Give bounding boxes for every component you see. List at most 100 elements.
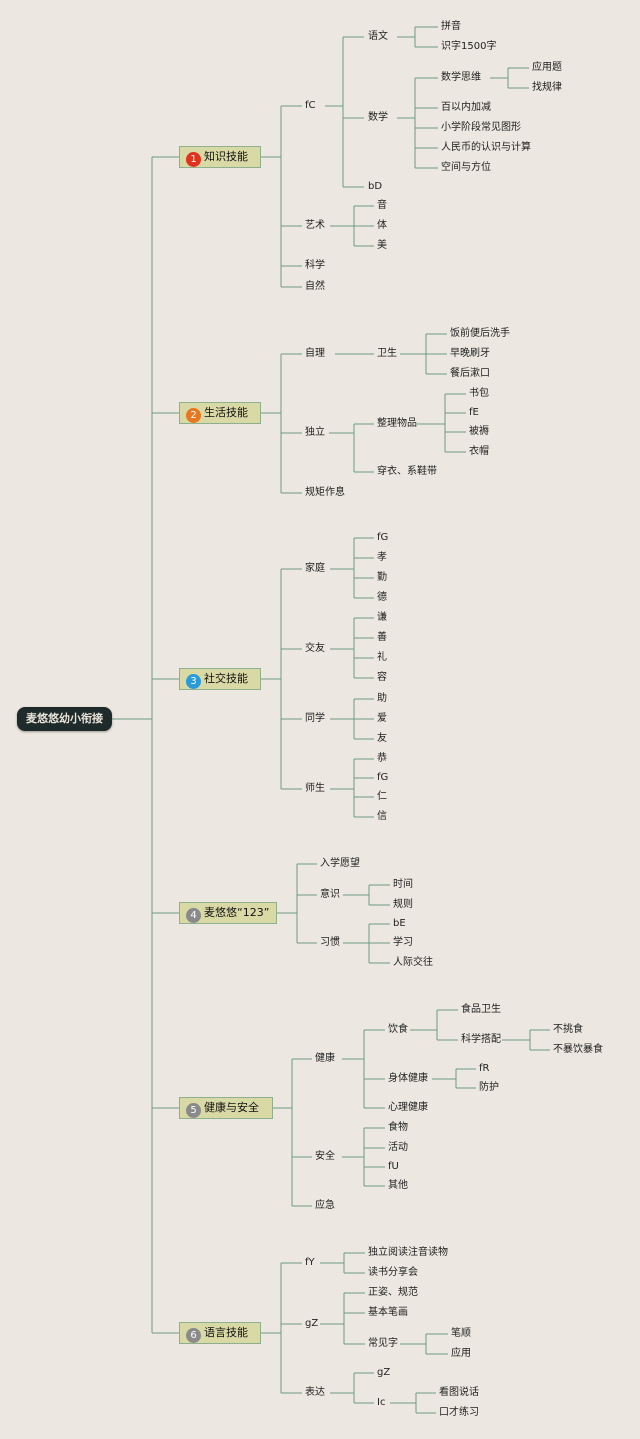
topic-node[interactable]: 学习 <box>393 937 413 948</box>
topic-node[interactable]: 衣帽 <box>469 446 489 457</box>
topic-node[interactable]: 德 <box>377 592 387 603</box>
topic-node[interactable]: 应急 <box>315 1200 335 1211</box>
topic-node[interactable]: 恭 <box>377 753 387 764</box>
topic-node[interactable]: 信 <box>377 811 387 822</box>
topic-node[interactable]: 谦 <box>377 612 387 623</box>
topic-node[interactable]: 师生 <box>305 783 325 794</box>
topic-node[interactable]: 体 <box>377 220 387 231</box>
topic-node[interactable]: 同学 <box>305 713 325 724</box>
topic-node[interactable]: 读书分享会 <box>368 1267 418 1278</box>
topic-node[interactable]: 自理 <box>305 348 325 359</box>
topic-node[interactable]: 餐后漱口 <box>450 368 490 379</box>
topic-node[interactable]: 数学 <box>368 112 388 123</box>
topic-node[interactable]: 健康 <box>315 1053 335 1064</box>
topic-node[interactable]: 仁 <box>377 791 387 802</box>
topic-node[interactable]: 早晚刷牙 <box>450 348 490 359</box>
topic-node[interactable]: fU <box>388 1161 399 1172</box>
topic-node[interactable]: fE <box>469 407 479 418</box>
topic-node[interactable]: 规则 <box>393 899 413 910</box>
topic-node[interactable]: 食品卫生 <box>461 1004 501 1015</box>
topic-node[interactable]: 善 <box>377 632 387 643</box>
topic-node[interactable]: fR <box>479 1063 490 1074</box>
topic-node[interactable]: fG <box>377 772 389 783</box>
topic-node[interactable]: 安全 <box>315 1151 335 1162</box>
topic-node[interactable]: 整理物品 <box>377 418 417 429</box>
topic-node[interactable]: 美 <box>377 240 387 251</box>
topic-node[interactable]: 小学阶段常见图形 <box>441 122 521 133</box>
topic-node[interactable]: 爱 <box>377 713 387 724</box>
topic-node[interactable]: 拼音 <box>441 21 461 32</box>
topic-node[interactable]: 科学 <box>305 260 325 271</box>
topic-node[interactable]: fY <box>305 1257 315 1268</box>
topic-node[interactable]: 书包 <box>469 388 489 399</box>
topic-node[interactable]: 时间 <box>393 879 413 890</box>
topic-node[interactable]: 交友 <box>305 643 325 654</box>
topic-node[interactable]: 自然 <box>305 281 325 292</box>
topic-node[interactable]: 身体健康 <box>388 1073 428 1084</box>
topic-node[interactable]: 应用 <box>451 1348 471 1359</box>
topic-node[interactable]: fG <box>377 532 389 543</box>
topic-node[interactable]: 找规律 <box>532 82 562 93</box>
topic-node[interactable]: 艺术 <box>305 220 325 231</box>
topic-node[interactable]: 识字1500字 <box>441 41 497 52</box>
topic-node[interactable]: 表达 <box>305 1387 325 1398</box>
topic-node[interactable]: 心理健康 <box>388 1102 428 1113</box>
topic-node[interactable]: Ic <box>377 1397 386 1408</box>
topic-node[interactable]: 口才练习 <box>439 1407 479 1418</box>
topic-node[interactable]: 音 <box>377 200 387 211</box>
topic-node[interactable]: 看图说话 <box>439 1387 479 1398</box>
topic-node[interactable]: 人民币的认识与计算 <box>441 142 531 153</box>
topic-node[interactable]: 独立 <box>305 427 325 438</box>
topic-node[interactable]: 被褥 <box>469 426 489 437</box>
topic-node[interactable]: 食物 <box>388 1122 408 1133</box>
topic-node[interactable]: 孝 <box>377 552 387 563</box>
topic-node[interactable]: 空间与方位 <box>441 162 491 173</box>
topic-node[interactable]: 其他 <box>388 1180 408 1191</box>
topic-node[interactable]: 百以内加减 <box>441 102 491 113</box>
topic-node[interactable]: 人际交往 <box>393 957 433 968</box>
branch-label: 语言技能 <box>204 1326 248 1339</box>
topic-node[interactable]: 不挑食 <box>553 1024 583 1035</box>
topic-node[interactable]: 助 <box>377 693 387 704</box>
topic-node[interactable]: 活动 <box>388 1142 408 1153</box>
topic-node[interactable]: 入学愿望 <box>320 858 360 869</box>
topic-node[interactable]: 勤 <box>377 572 387 583</box>
topic-node[interactable]: 饮食 <box>388 1024 408 1035</box>
topic-node[interactable]: 习惯 <box>320 937 340 948</box>
topic-node[interactable]: gZ <box>377 1367 391 1378</box>
topic-node[interactable]: 数学思维 <box>441 72 481 83</box>
topic-node[interactable]: 科学搭配 <box>461 1034 501 1045</box>
topic-node[interactable]: 礼 <box>377 652 387 663</box>
topic-node[interactable]: 规矩作息 <box>305 487 345 498</box>
topic-node[interactable]: bE <box>393 918 406 929</box>
topic-node[interactable]: 不暴饮暴食 <box>553 1044 603 1055</box>
number-badge-1: 1 <box>186 152 201 167</box>
branch-label: 健康与安全 <box>204 1101 259 1114</box>
topic-node[interactable]: 正姿、规范 <box>368 1287 418 1298</box>
topic-node[interactable]: 穿衣、系鞋带 <box>377 466 437 477</box>
topic-node[interactable]: 容 <box>377 672 387 683</box>
topic-node[interactable]: 应用题 <box>532 62 562 73</box>
topic-node[interactable]: 语文 <box>368 31 388 42</box>
topic-node[interactable]: 基本笔画 <box>368 1307 408 1318</box>
topic-node[interactable]: 防护 <box>479 1082 499 1093</box>
topic-node[interactable]: gZ <box>305 1318 319 1329</box>
number-badge-4: 4 <box>186 908 201 923</box>
topic-node[interactable]: 卫生 <box>377 348 397 359</box>
topic-node[interactable]: 家庭 <box>305 563 325 574</box>
topic-node[interactable]: 意识 <box>320 889 340 900</box>
topic-node[interactable]: 饭前便后洗手 <box>450 328 510 339</box>
topic-node[interactable]: 笔顺 <box>451 1328 471 1339</box>
topic-node[interactable]: 独立阅读注音读物 <box>368 1247 448 1258</box>
topic-node[interactable]: bD <box>368 181 383 192</box>
topic-node[interactable]: fC <box>305 100 316 111</box>
topic-node[interactable]: 常见字 <box>368 1338 398 1349</box>
topic-node[interactable]: 友 <box>377 733 387 744</box>
root-node[interactable]: 麦悠悠幼小衔接 <box>17 707 112 731</box>
